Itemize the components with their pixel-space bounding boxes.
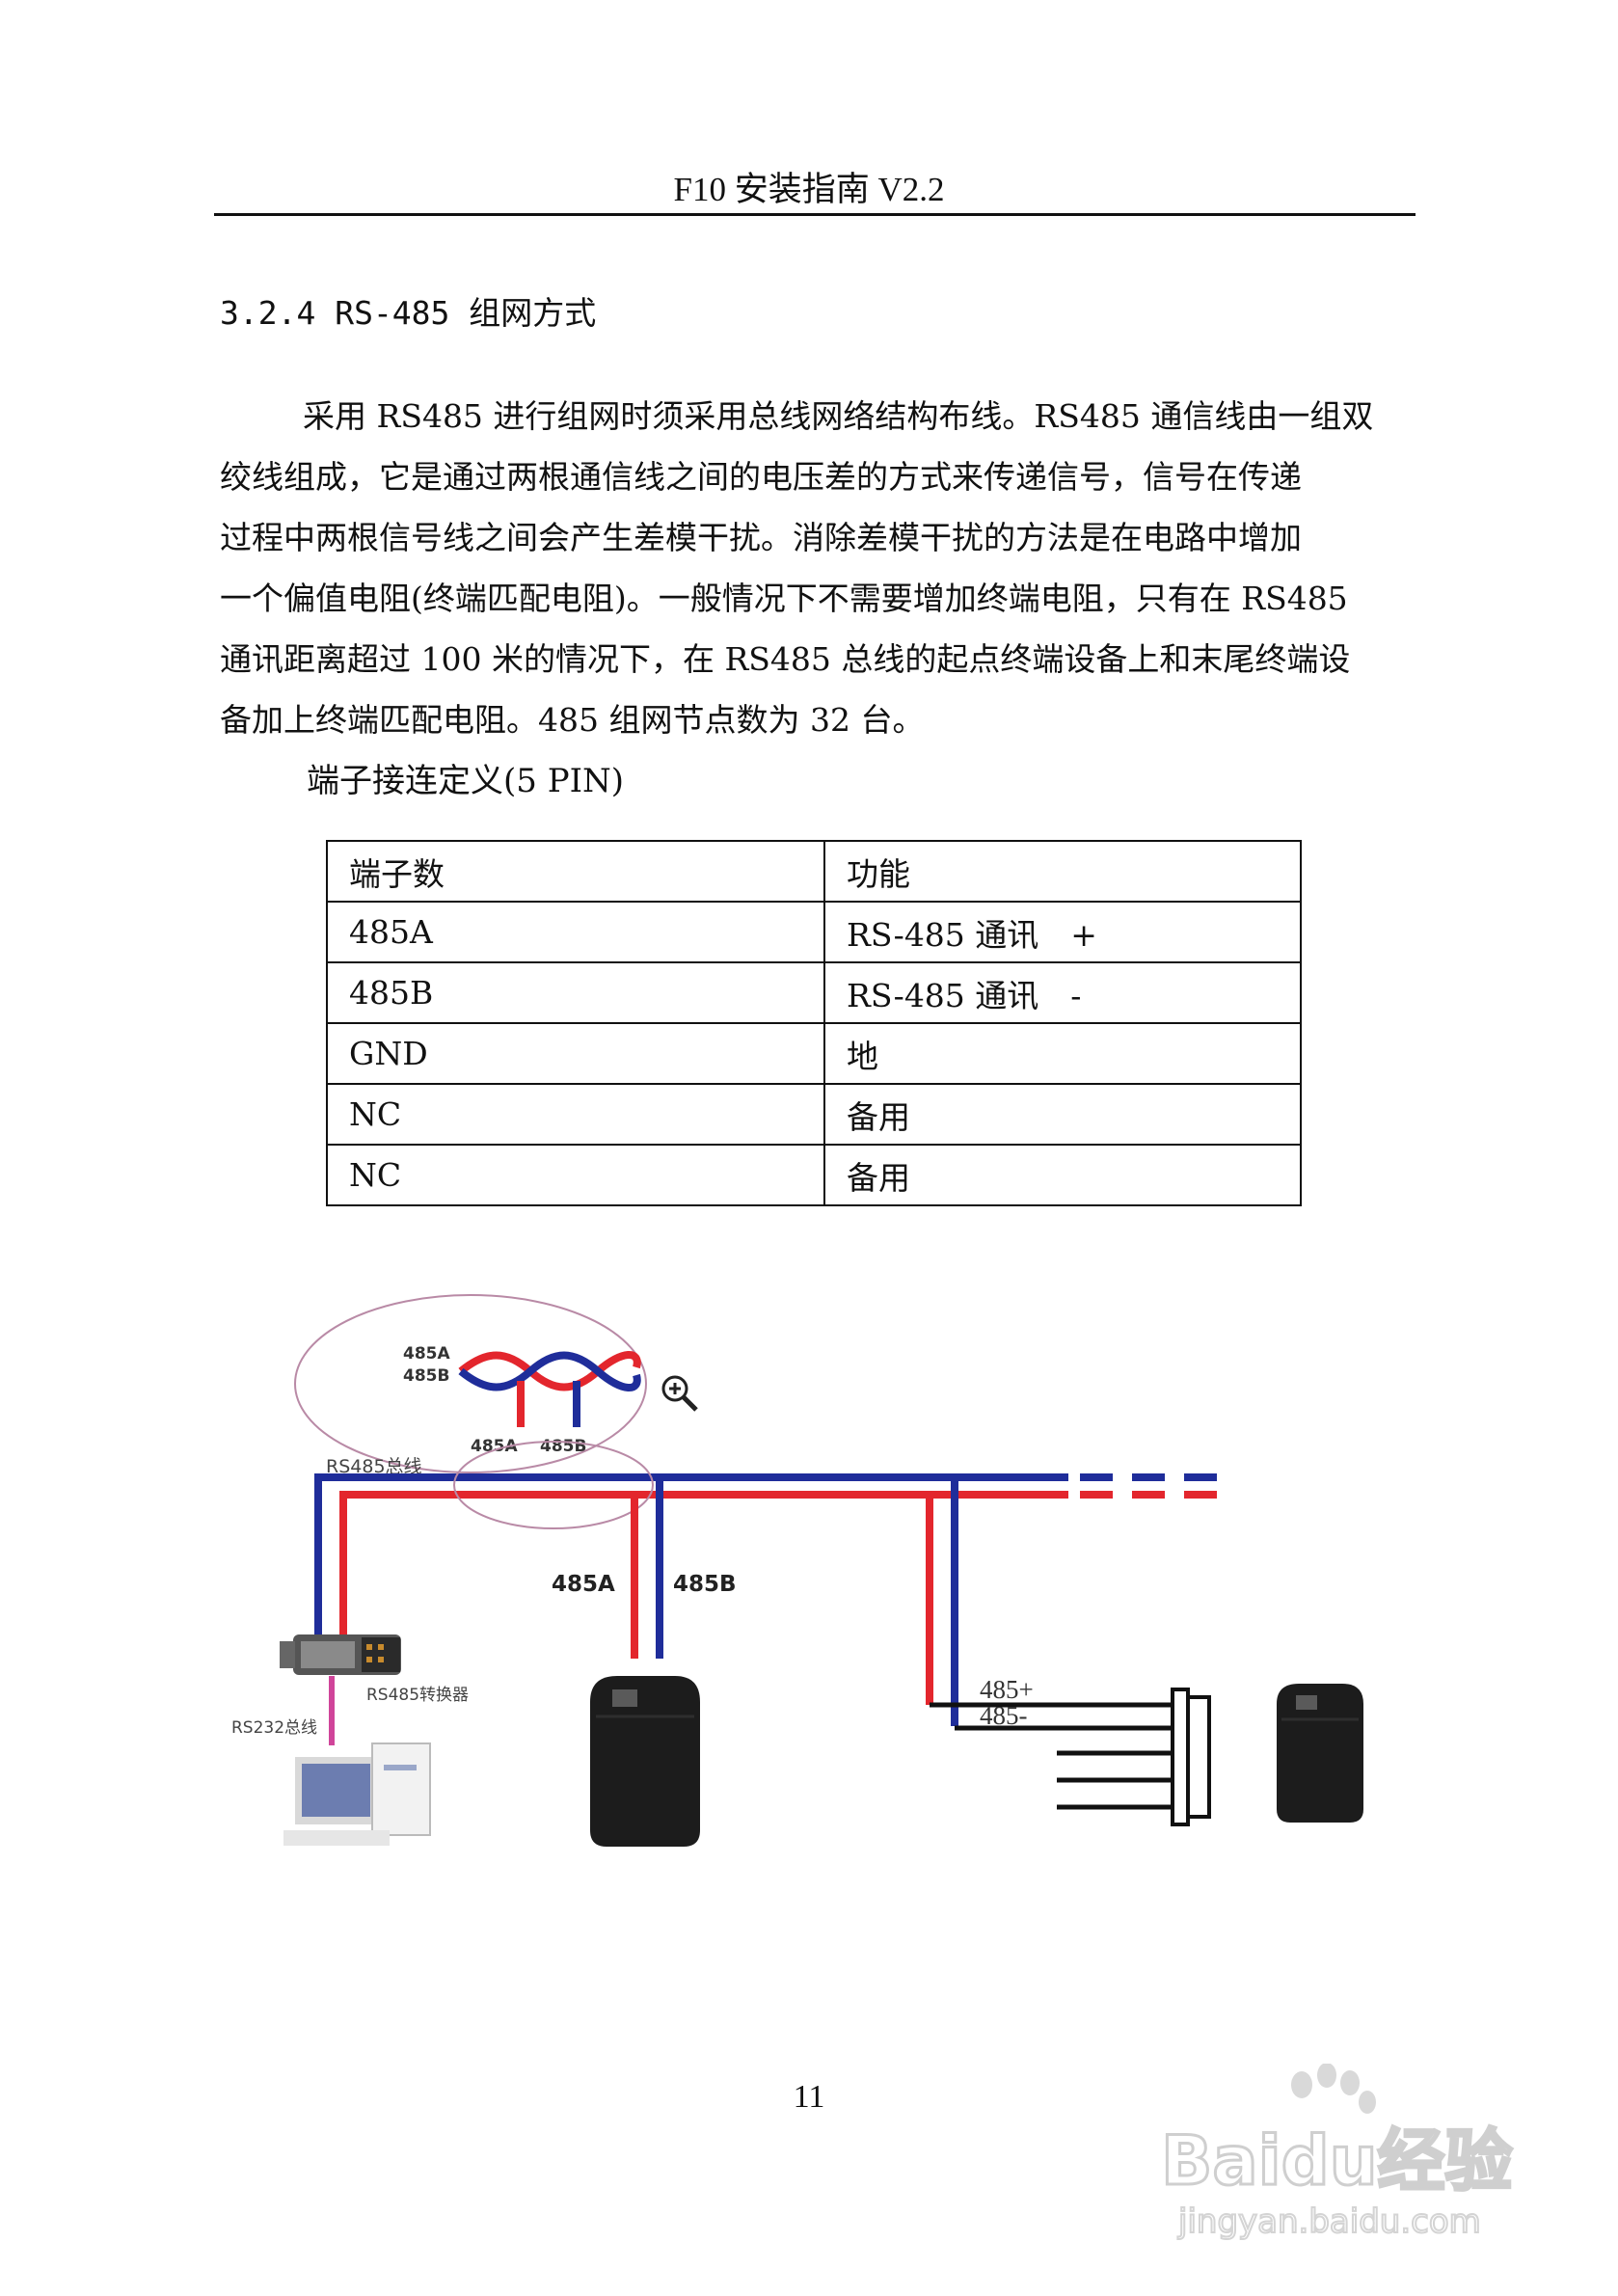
table-row: NC 备用	[326, 1144, 1302, 1206]
bus-wire-red	[339, 1491, 1068, 1639]
cell-function: 地	[823, 1022, 1302, 1085]
cell-function: 备用	[823, 1144, 1302, 1206]
cell-pin: 485B	[326, 961, 825, 1024]
drop-label-485a: 485A	[552, 1572, 615, 1597]
table-row: NC 备用	[326, 1083, 1302, 1146]
zoom-bottom-485b: 485B	[540, 1437, 586, 1456]
bus-wire-blue	[314, 1473, 1068, 1639]
paragraph-line: 采用 RS485 进行组网时须采用总线网络结构布线。RS485 通信线由一组双	[303, 397, 1374, 435]
paragraph-line: 一个偏值电阻(终端匹配电阻)。一般情况下不需要增加终端电阻，只有在 RS485	[220, 580, 1348, 617]
paragraph-line: 备加上终端匹配电阻。485 组网节点数为 32 台。	[220, 701, 925, 739]
terminal-connector	[1171, 1688, 1211, 1826]
card-reader-device	[1277, 1684, 1363, 1823]
cell-function: RS-485 通讯 -	[823, 961, 1302, 1024]
converter-label: RS485转换器	[366, 1686, 469, 1705]
paragraph-line: 过程中两根信号线之间会产生差模干扰。消除差模干扰的方法是在电路中增加	[220, 519, 1302, 556]
header-cell-pin: 端子数	[326, 840, 825, 903]
table-row: 485A RS-485 通讯 +	[326, 901, 1302, 963]
rs485-converter-icon	[280, 1634, 401, 1675]
computer-icon	[283, 1742, 431, 1846]
twisted-wire-red	[458, 1351, 641, 1391]
section-heading: 3.2.4 RS-485 组网方式	[220, 294, 597, 332]
cell-pin: NC	[326, 1083, 825, 1146]
cell-function: 备用	[823, 1083, 1302, 1146]
table-row: 485B RS-485 通讯 -	[326, 961, 1302, 1024]
zoom-label-485b: 485B	[403, 1366, 449, 1386]
table-caption: 端子接连定义(5 PIN)	[307, 762, 625, 800]
body-paragraph: 采用 RS485 进行组网时须采用总线网络结构布线。RS485 通信线由一组双 …	[220, 386, 1404, 750]
junction-ellipse	[453, 1441, 654, 1529]
baidu-jingyan-watermark: Baidu经验 jingyan.baidu.com	[1160, 2064, 1514, 2242]
rs485-network-diagram: 485A 485B 485A 485B RS485总线 485A 485B	[231, 1294, 1363, 1847]
zoom-ellipse	[294, 1294, 647, 1473]
terminal-label-plus: 485+	[980, 1675, 1034, 1704]
card-reader-device	[590, 1676, 700, 1847]
drop-label-485b: 485B	[673, 1572, 737, 1597]
watermark-url: jingyan.baidu.com	[1177, 2202, 1481, 2241]
zoom-bottom-485a: 485A	[471, 1437, 518, 1456]
cell-pin: NC	[326, 1144, 825, 1206]
table-row: GND 地	[326, 1022, 1302, 1085]
header-cell-function: 功能	[823, 840, 1302, 903]
cell-pin: 485A	[326, 901, 825, 963]
header-rule	[214, 213, 1416, 216]
paragraph-line: 绞线组成，它是通过两根通信线之间的电压差的方式来传递信号，信号在传递	[220, 458, 1302, 496]
page-number: 11	[793, 2079, 825, 2115]
page-header-title: F10 安装指南 V2.2	[673, 171, 945, 208]
terminal-label-minus: 485-	[980, 1701, 1028, 1730]
zoom-label-485a: 485A	[403, 1344, 450, 1364]
bus-label: RS485总线	[326, 1456, 422, 1477]
table-header-row: 端子数 功能	[326, 840, 1302, 903]
twisted-wire-blue	[458, 1351, 641, 1391]
paragraph-line: 通讯距离超过 100 米的情况下，在 RS485 总线的起点终端设备上和末尾终端…	[220, 640, 1351, 678]
cell-pin: GND	[326, 1022, 825, 1085]
rs232-label: RS232总线	[231, 1718, 317, 1738]
watermark-brand: Baidu经验	[1161, 2121, 1513, 2201]
paw-icon	[1291, 2064, 1376, 2114]
magnifier-icon	[661, 1375, 698, 1412]
cell-function: RS-485 通讯 +	[823, 901, 1302, 963]
pin-definition-table: 端子数 功能 485A RS-485 通讯 + 485B RS-485 通讯 -…	[326, 840, 1302, 1206]
